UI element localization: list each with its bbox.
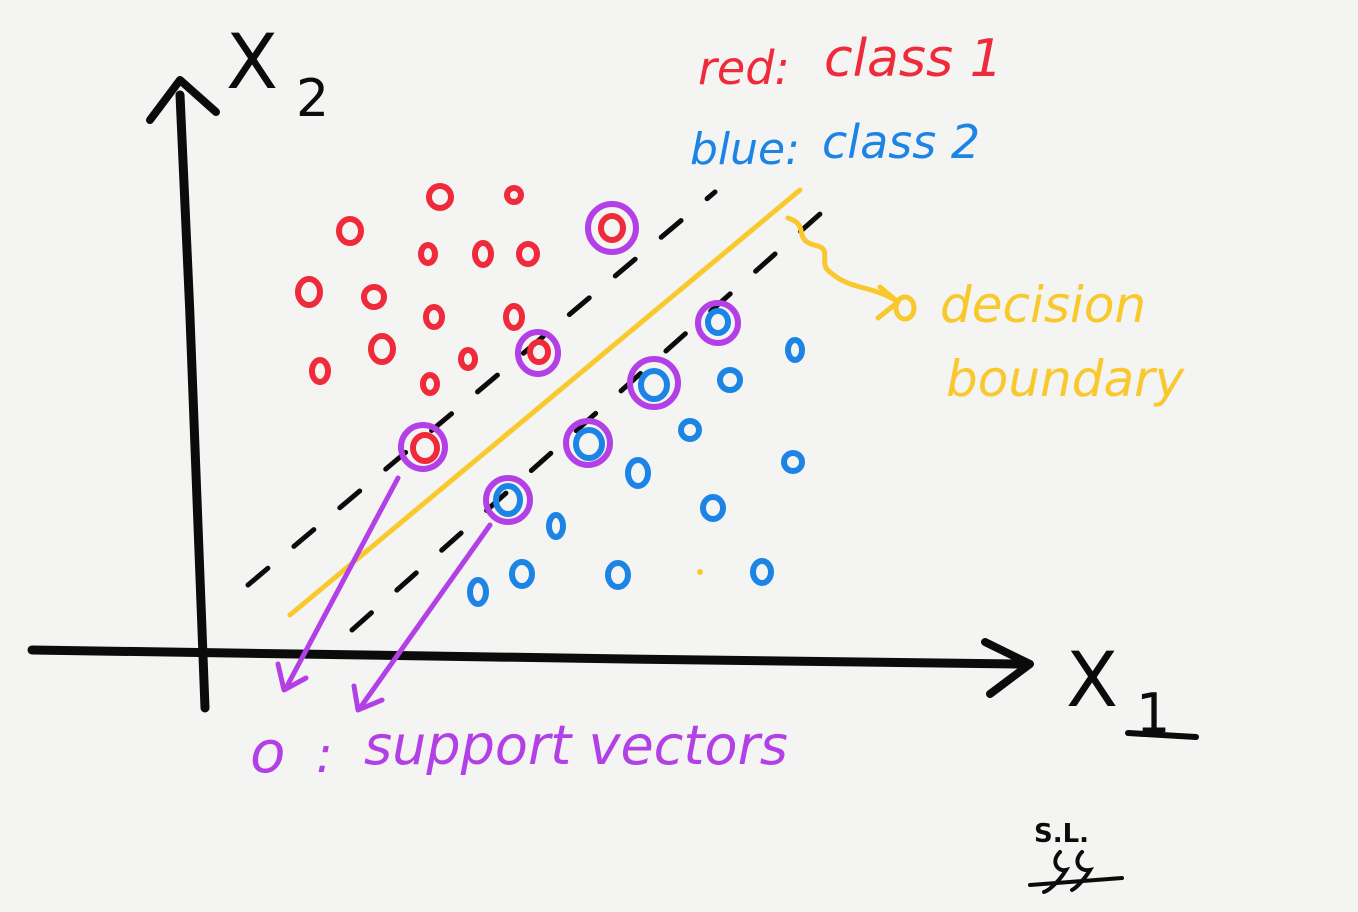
blue-point	[717, 367, 743, 393]
blue-point	[750, 558, 774, 586]
legend-blue-value: class 2	[822, 115, 980, 169]
stray-yellow-dot	[697, 569, 703, 575]
red-point	[295, 276, 323, 308]
red-point	[598, 213, 626, 243]
signature-initials: S.L.	[1034, 819, 1089, 849]
blue-point	[700, 494, 726, 522]
red-point	[426, 183, 454, 211]
support-vector-ring	[627, 356, 681, 410]
red-point	[503, 303, 525, 331]
support-vector-arrow-right-head	[351, 683, 385, 713]
support-vector-ring	[695, 300, 741, 346]
legend-red-value: class 1	[824, 29, 1003, 89]
red-point	[361, 284, 387, 310]
support-vector-ring	[398, 422, 448, 472]
red-point	[458, 347, 478, 371]
blue-point	[546, 512, 566, 540]
support-vector-separator: :	[316, 726, 333, 784]
x-axis-arrowhead	[981, 638, 1034, 698]
margin-line-upper	[245, 189, 718, 588]
signature-scribble	[1028, 850, 1124, 894]
support-vector-label: support vectors	[364, 714, 788, 777]
support-vector-arrows	[275, 475, 493, 713]
support-vector-arrow-left-head	[275, 661, 309, 693]
y-axis-label: X	[226, 17, 278, 106]
y-axis-subscript: 2	[296, 69, 329, 129]
decision-boundary-label-line2: boundary	[946, 350, 1186, 408]
red-point	[418, 242, 438, 266]
support-vector-arrow-right	[357, 522, 493, 711]
decision-boundary-pointer-circle	[893, 294, 917, 322]
blue-point	[509, 559, 535, 589]
blue-point	[781, 450, 805, 474]
x-axis	[27, 645, 1025, 669]
red-point	[309, 357, 331, 385]
red-point	[368, 333, 396, 365]
support-vector-ring	[563, 418, 613, 468]
red-point	[410, 432, 440, 464]
y-axis-arrowhead	[146, 76, 220, 124]
decision-boundary-label-line1: decision	[940, 276, 1146, 334]
blue-point	[785, 337, 805, 363]
support-vector-ring	[585, 201, 639, 255]
x-subscript-underline	[1125, 730, 1199, 740]
support-vector-ring	[515, 329, 561, 377]
class-2-points	[467, 308, 805, 607]
decision-boundary-line	[287, 187, 803, 618]
support-vector-arrow-left	[283, 475, 401, 691]
blue-point	[573, 427, 605, 461]
y-axis	[175, 90, 210, 713]
x-axis-label: X	[1066, 635, 1118, 724]
support-vector-rings	[398, 201, 741, 525]
blue-point	[638, 368, 670, 402]
red-point	[472, 240, 494, 268]
legend-red-key: red:	[698, 41, 790, 95]
support-vector-ring	[483, 475, 533, 525]
blue-point	[605, 560, 631, 590]
red-point	[336, 216, 364, 246]
blue-point	[493, 483, 523, 517]
red-point	[527, 339, 551, 365]
blue-point	[678, 418, 702, 442]
legend-blue-key: blue:	[690, 124, 800, 175]
blue-point	[625, 457, 651, 489]
blue-point	[705, 308, 731, 336]
blue-point	[467, 577, 489, 607]
red-point	[420, 372, 440, 396]
axes	[27, 76, 1034, 713]
class-1-points	[295, 183, 626, 464]
support-vector-symbol: o	[250, 718, 286, 786]
red-point	[504, 185, 524, 205]
decision-boundary-pointer	[785, 215, 898, 303]
red-point	[423, 304, 445, 330]
red-point	[516, 241, 540, 267]
